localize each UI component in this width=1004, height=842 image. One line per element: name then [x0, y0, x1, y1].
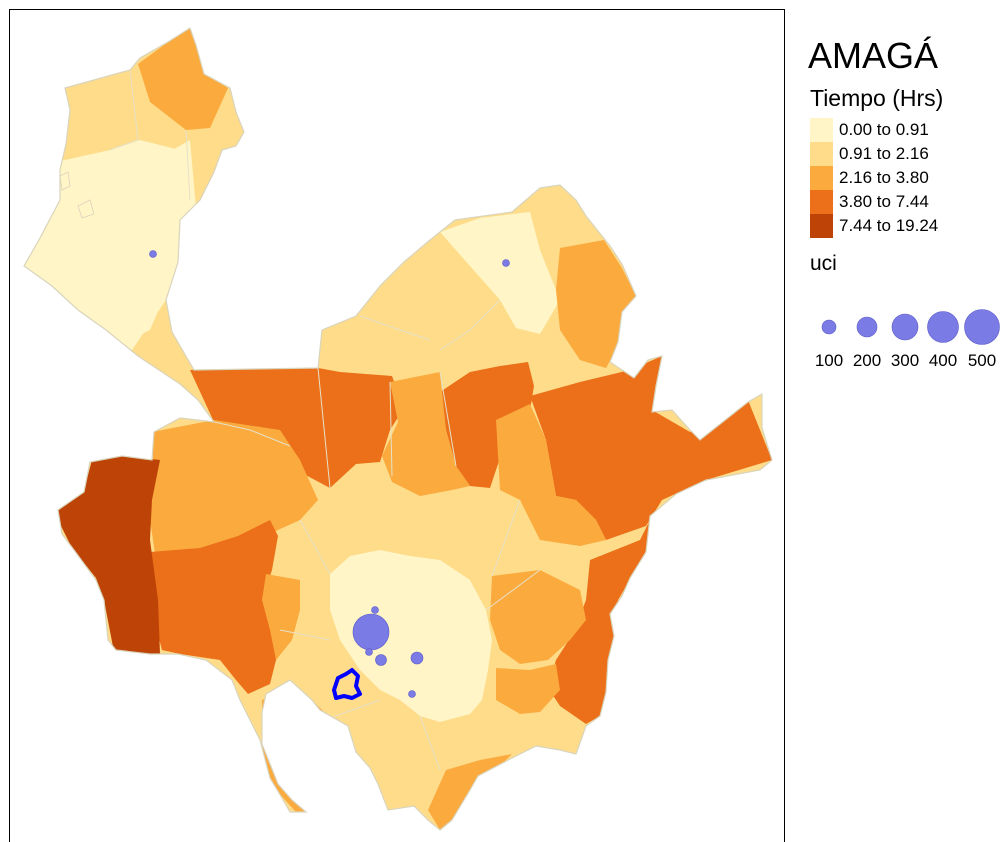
- legend-class-label: 2.16 to 3.80: [839, 168, 929, 187]
- uci-legend-label: 500: [967, 351, 997, 370]
- legend-subtitle: Tiempo (Hrs): [810, 85, 944, 111]
- uci-legend-bubble: [856, 316, 878, 338]
- uci-bubble[interactable]: [352, 613, 390, 651]
- legend-swatch: [810, 190, 833, 214]
- uci-legend-title: uci: [810, 252, 837, 275]
- legend-class-label: 0.91 to 2.16: [839, 144, 929, 163]
- uci-legend-bubble: [964, 309, 1000, 345]
- legend-class-row: 2.16 to 3.80: [806, 166, 1004, 190]
- legend-swatch: [810, 166, 833, 190]
- uci-bubble[interactable]: [149, 250, 157, 258]
- uci-legend-label: 200: [852, 351, 882, 370]
- legend-class-label: 7.44 to 19.24: [839, 216, 939, 235]
- uci-bubble[interactable]: [371, 606, 379, 614]
- uci-size-legend: [821, 309, 1000, 345]
- uci-legend-label: 400: [928, 351, 958, 370]
- legend-swatch: [810, 142, 833, 166]
- legend-class-row: 3.80 to 7.44: [806, 190, 1004, 214]
- legend-class-label: 3.80 to 7.44: [839, 192, 929, 211]
- uci-legend-bubble: [927, 311, 959, 343]
- uci-legend-label: 100: [814, 351, 844, 370]
- legend-classes: 0.00 to 0.91 0.91 to 2.16 2.16 to 3.80 3.80…: [806, 118, 1004, 238]
- uci-legend-label: 300: [890, 351, 920, 370]
- choropleth-map: [23, 27, 773, 831]
- legend-class-row: 0.91 to 2.16: [806, 142, 1004, 166]
- legend-swatch: [810, 118, 833, 142]
- uci-bubble[interactable]: [365, 648, 373, 656]
- uci-legend-bubble: [891, 313, 919, 341]
- legend-title: AMAGÁ: [808, 35, 939, 76]
- selected-municipality-outline[interactable]: [332, 668, 362, 700]
- uci-bubble[interactable]: [410, 651, 424, 665]
- uci-bubble[interactable]: [502, 259, 510, 267]
- map-legend: AMAGÁ Tiempo (Hrs) 0.00 to 0.91 0.91 to 2…: [806, 36, 1004, 276]
- legend-class-row: 7.44 to 19.24: [806, 214, 1004, 238]
- legend-class-label: 0.00 to 0.91: [839, 120, 929, 139]
- uci-bubble[interactable]: [408, 690, 416, 698]
- uci-legend-bubble: [821, 319, 837, 335]
- legend-swatch: [810, 214, 833, 238]
- uci-bubble[interactable]: [375, 654, 387, 666]
- legend-class-row: 0.00 to 0.91: [806, 118, 1004, 142]
